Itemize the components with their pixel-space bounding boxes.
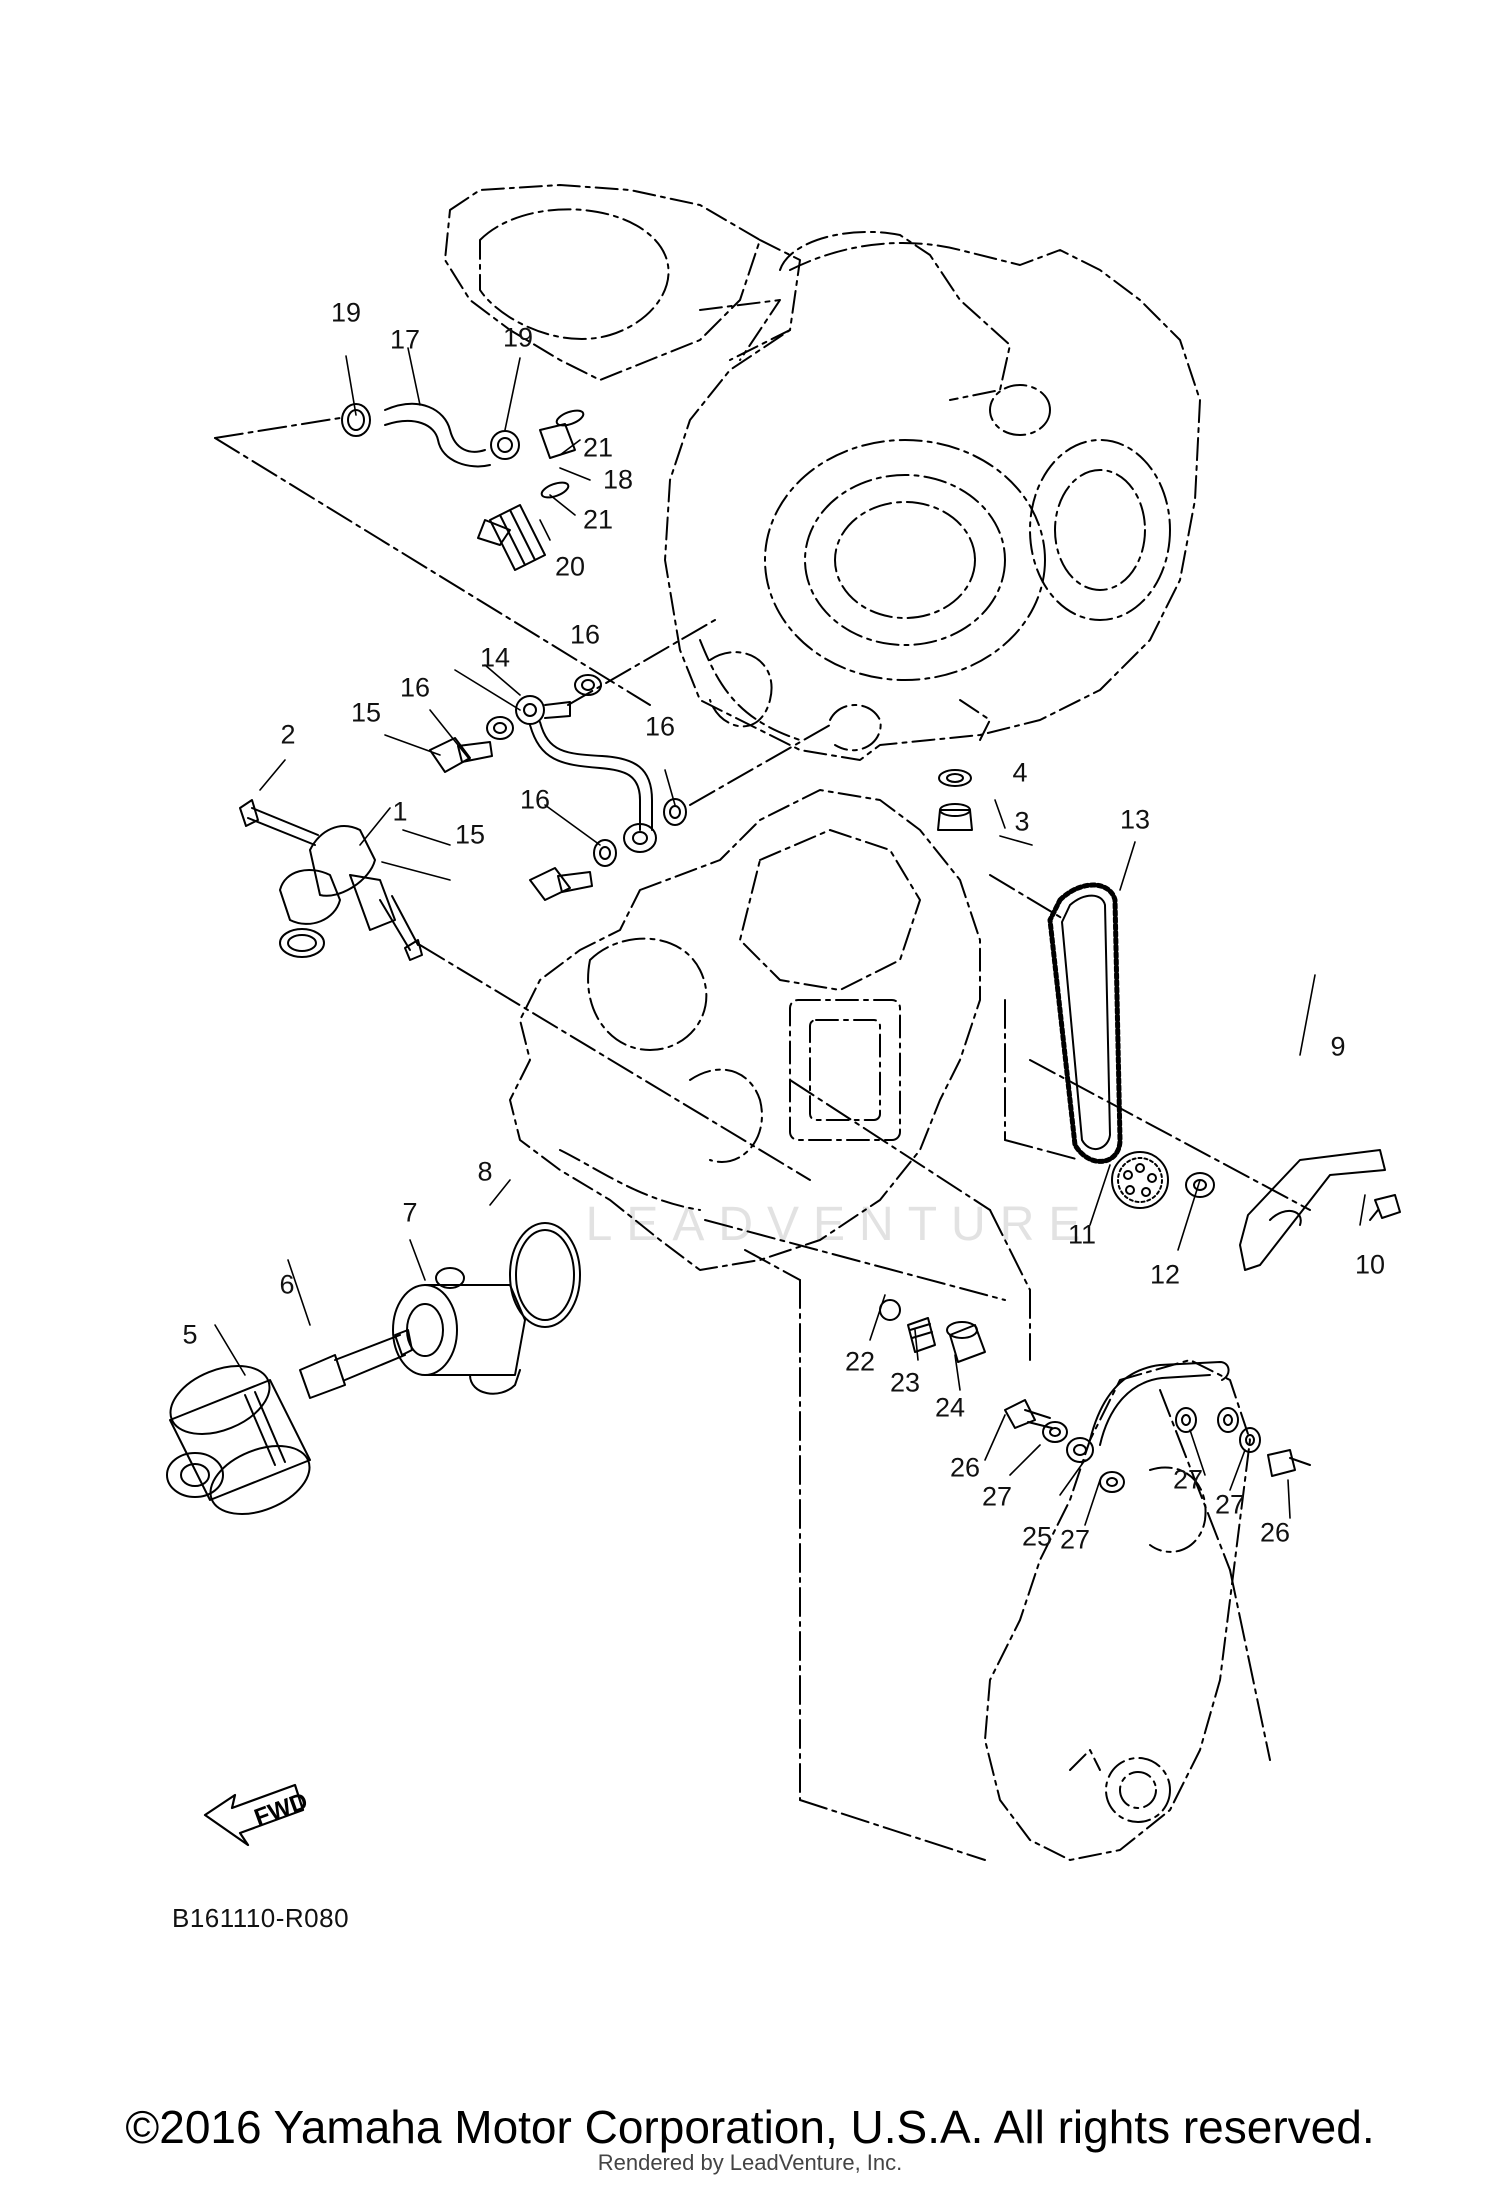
- callout-8-o-ring[interactable]: 8: [477, 1156, 493, 1187]
- watermark-text: LEADVENTURE: [586, 1198, 1095, 1251]
- callout-27-gasket[interactable]: 27: [981, 1481, 1013, 1512]
- chain-drive-group: [1047, 882, 1401, 1271]
- callout-3-plug[interactable]: 3: [1014, 806, 1030, 837]
- diagram-code: B161110-R080: [172, 1903, 350, 1933]
- callout-1-oil-pump-assembly[interactable]: 1: [392, 796, 408, 827]
- callout-27-gasket[interactable]: 27: [1172, 1464, 1204, 1495]
- fwd-arrow-icon: FWD: [203, 1783, 312, 1847]
- svg-text:FWD: FWD: [251, 1788, 312, 1832]
- oil-filter-group: [166, 1222, 581, 1515]
- plugs-group: [879, 769, 986, 1363]
- callout-16-gasket[interactable]: 16: [399, 672, 431, 703]
- callout-2-bolt[interactable]: 2: [280, 719, 296, 750]
- crankcase-cover-outline: [984, 1359, 1251, 1861]
- callout-18-collar[interactable]: 18: [602, 464, 634, 495]
- oil-pipe-group: [1004, 1361, 1311, 1493]
- callout-24-plug[interactable]: 24: [934, 1392, 966, 1423]
- callout-7-oil-cooler[interactable]: 7: [402, 1197, 418, 1228]
- upper-hose-group: [341, 402, 687, 901]
- callout-26-union-bolt[interactable]: 26: [1259, 1517, 1291, 1548]
- callout-15-union-bolt[interactable]: 15: [350, 697, 382, 728]
- callout-9-chain-guide-plate[interactable]: 9: [1330, 1031, 1346, 1062]
- callout-21-o-ring[interactable]: 21: [582, 504, 614, 535]
- callout-17-hose[interactable]: 17: [389, 324, 421, 355]
- callout-19-clamp[interactable]: 19: [330, 297, 362, 328]
- callout-27-gasket[interactable]: 27: [1214, 1489, 1246, 1520]
- callout-14-oil-delivery-pipe[interactable]: 14: [479, 642, 511, 673]
- callout-23-spring[interactable]: 23: [889, 1367, 921, 1398]
- callout-27-gasket[interactable]: 27: [1059, 1524, 1091, 1555]
- callout-16-gasket[interactable]: 16: [644, 711, 676, 742]
- callout-22-ball[interactable]: 22: [844, 1346, 876, 1377]
- callout-21-o-ring[interactable]: 21: [582, 432, 614, 463]
- callout-26-union-bolt[interactable]: 26: [949, 1452, 981, 1483]
- callout-16-gasket[interactable]: 16: [569, 619, 601, 650]
- callout-6-union-bolt[interactable]: 6: [279, 1269, 295, 1300]
- copyright-notice: ©2016 Yamaha Motor Corporation, U.S.A. A…: [125, 2101, 1375, 2153]
- callout-5-oil-filter-cartridge[interactable]: 5: [182, 1319, 198, 1350]
- callout-16-gasket[interactable]: 16: [519, 784, 551, 815]
- lower-crankcase-outline: [509, 789, 981, 1271]
- callout-10-bolt[interactable]: 10: [1354, 1249, 1386, 1280]
- callout-4-gasket[interactable]: 4: [1012, 757, 1028, 788]
- callout-leaders: [214, 347, 1366, 1526]
- callout-20-union-bolt[interactable]: 20: [554, 551, 586, 582]
- upper-crankcase-outline: [444, 184, 1201, 761]
- callout-13-chain[interactable]: 13: [1119, 804, 1151, 835]
- callout-15-union-bolt[interactable]: 15: [454, 819, 486, 850]
- callout-11-oil-pump-sprocket[interactable]: 11: [1067, 1219, 1097, 1250]
- callout-19-clamp[interactable]: 19: [502, 322, 534, 353]
- rendered-by-credit: Rendered by LeadVenture, Inc.: [597, 2150, 903, 2175]
- reference-lines: [214, 417, 1311, 1861]
- oil-pump-drawing: [239, 799, 423, 961]
- callout-12-nut[interactable]: 12: [1149, 1259, 1181, 1290]
- callout-25-oil-pipe[interactable]: 25: [1021, 1521, 1053, 1552]
